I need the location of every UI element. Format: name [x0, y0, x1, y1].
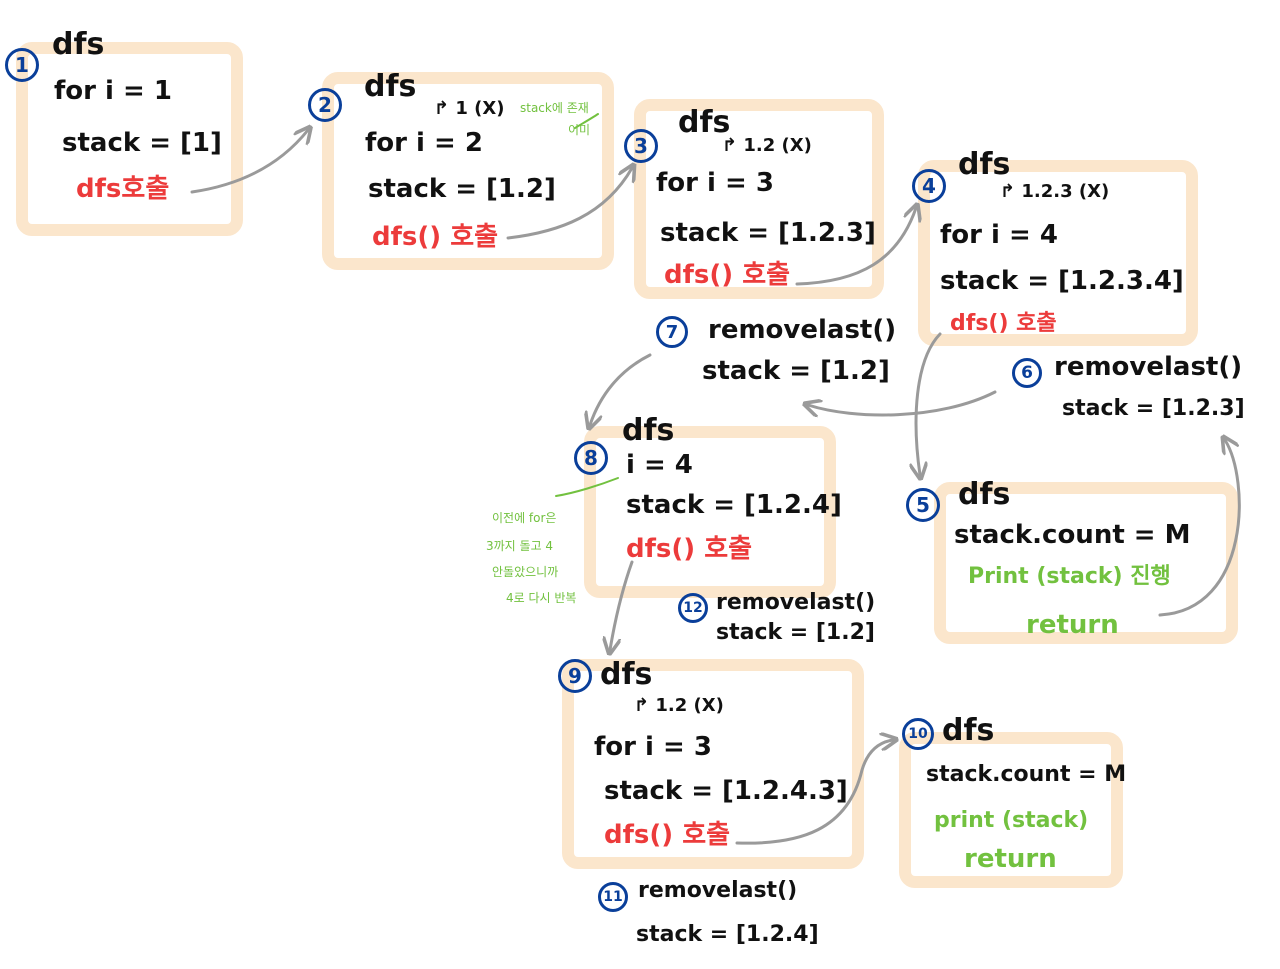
step-12-line-1: stack = [1.2]	[716, 620, 875, 645]
step-1-badge: 1	[5, 48, 39, 82]
step-1-title: dfs	[52, 27, 105, 62]
step-10-line-1: stack.count = M	[926, 762, 1127, 787]
step-11-title: removelast()	[638, 878, 798, 903]
step-5-badge: 5	[906, 488, 940, 522]
step-4-box	[918, 160, 1198, 346]
step-8-side-note-2: 3까지 돌고 4	[486, 539, 554, 553]
step-2-title: dfs	[364, 69, 417, 104]
step-2-badge: 2	[308, 88, 342, 122]
step-6-title: removelast()	[1054, 352, 1243, 382]
step-4-line-1: for i = 4	[940, 220, 1058, 250]
step-12-title: removelast()	[716, 590, 876, 615]
step-12-badge: 12	[678, 593, 708, 623]
arrow-2-to-3	[506, 168, 632, 240]
arrow-6-to-7	[808, 390, 997, 415]
step-9-line-2: stack = [1.2.4.3]	[604, 776, 848, 806]
arrow-1-to-2	[190, 130, 308, 194]
step-9-note: ↱ 1.2 (X)	[634, 695, 724, 716]
step-9-call: dfs() 호출	[604, 820, 731, 850]
step-2-line-1: for i = 2	[365, 128, 483, 158]
step-6-badge: 6	[1012, 358, 1042, 388]
arrow-4-to-5	[916, 332, 942, 475]
step-11-badge: 11	[598, 882, 628, 912]
step-4-note: ↱ 1.2.3 (X)	[1000, 181, 1110, 202]
step-8-box	[584, 426, 836, 598]
step-8-call: dfs() 호출	[626, 534, 753, 564]
step-8-side-note-1: 이전에 for은	[492, 511, 557, 525]
step-9-box	[562, 659, 864, 869]
step-1-line-2: stack = [1]	[62, 128, 222, 158]
step-6-line-1: stack = [1.2.3]	[1062, 396, 1245, 421]
step-2-side-note-2: 이미	[568, 123, 591, 137]
step-4-badge: 4	[912, 169, 946, 203]
step-11-line-1: stack = [1.2.4]	[636, 922, 819, 947]
step-8-badge: 8	[574, 441, 608, 475]
step-3-badge: 3	[624, 129, 658, 163]
step-7-badge: 7	[656, 316, 688, 348]
arrow-9-to-10	[735, 740, 893, 845]
step-9-badge: 9	[558, 659, 592, 693]
step-2-side-note: stack에 존재	[520, 101, 589, 115]
step-5-title: dfs	[958, 477, 1011, 512]
step-10-return: return	[964, 844, 1057, 874]
step-3-box	[634, 99, 884, 299]
step-3-title: dfs	[678, 105, 731, 140]
step-3-line-1: for i = 3	[656, 168, 774, 198]
step-4-call: dfs() 호출	[950, 311, 1057, 336]
step-4-line-2: stack = [1.2.3.4]	[940, 266, 1184, 296]
step-1-call: dfs호출	[76, 174, 170, 204]
step-3-call: dfs() 호출	[664, 260, 791, 290]
step-2-note-pointer	[574, 113, 599, 129]
step-3-note: ↱ 1.2 (X)	[722, 135, 812, 156]
step-5-print: Print (stack) 진행	[968, 564, 1171, 589]
step-7-line-1: stack = [1.2]	[702, 356, 890, 386]
step-3-line-2: stack = [1.2.3]	[660, 218, 876, 248]
step-4-title: dfs	[958, 147, 1011, 182]
step-9-title: dfs	[600, 657, 653, 692]
step-8-side-note-4: 4로 다시 반복	[506, 591, 577, 605]
step-8-note-pointer	[555, 477, 619, 497]
step-8-title: dfs	[622, 413, 675, 448]
step-2-note: ↱ 1 (X)	[434, 98, 505, 119]
step-2-call: dfs() 호출	[372, 222, 499, 252]
step-9-line-1: for i = 3	[594, 732, 712, 762]
step-5-return: return	[1026, 610, 1119, 640]
step-10-print: print (stack)	[934, 808, 1089, 833]
arrow-5-to-6	[1158, 440, 1241, 617]
step-10-badge: 10	[902, 718, 934, 750]
step-1-line-1: for i = 1	[54, 76, 172, 106]
step-7-title: removelast()	[708, 315, 897, 345]
step-10-title: dfs	[942, 713, 995, 748]
step-8-side-note-3: 안돌았으니까	[492, 565, 559, 579]
step-10-box	[899, 732, 1123, 888]
step-2-line-2: stack = [1.2]	[368, 174, 556, 204]
step-1-box	[16, 42, 243, 236]
arrow-3-to-4	[795, 208, 916, 286]
step-5-box	[934, 482, 1238, 644]
step-8-line-2: stack = [1.2.4]	[626, 490, 842, 520]
step-8-line-1: i = 4	[626, 450, 693, 480]
arrow-8-to-9	[610, 560, 634, 650]
step-2-box	[322, 72, 614, 270]
arrow-7-to-8	[590, 353, 652, 425]
step-5-line-1: stack.count = M	[954, 520, 1191, 550]
